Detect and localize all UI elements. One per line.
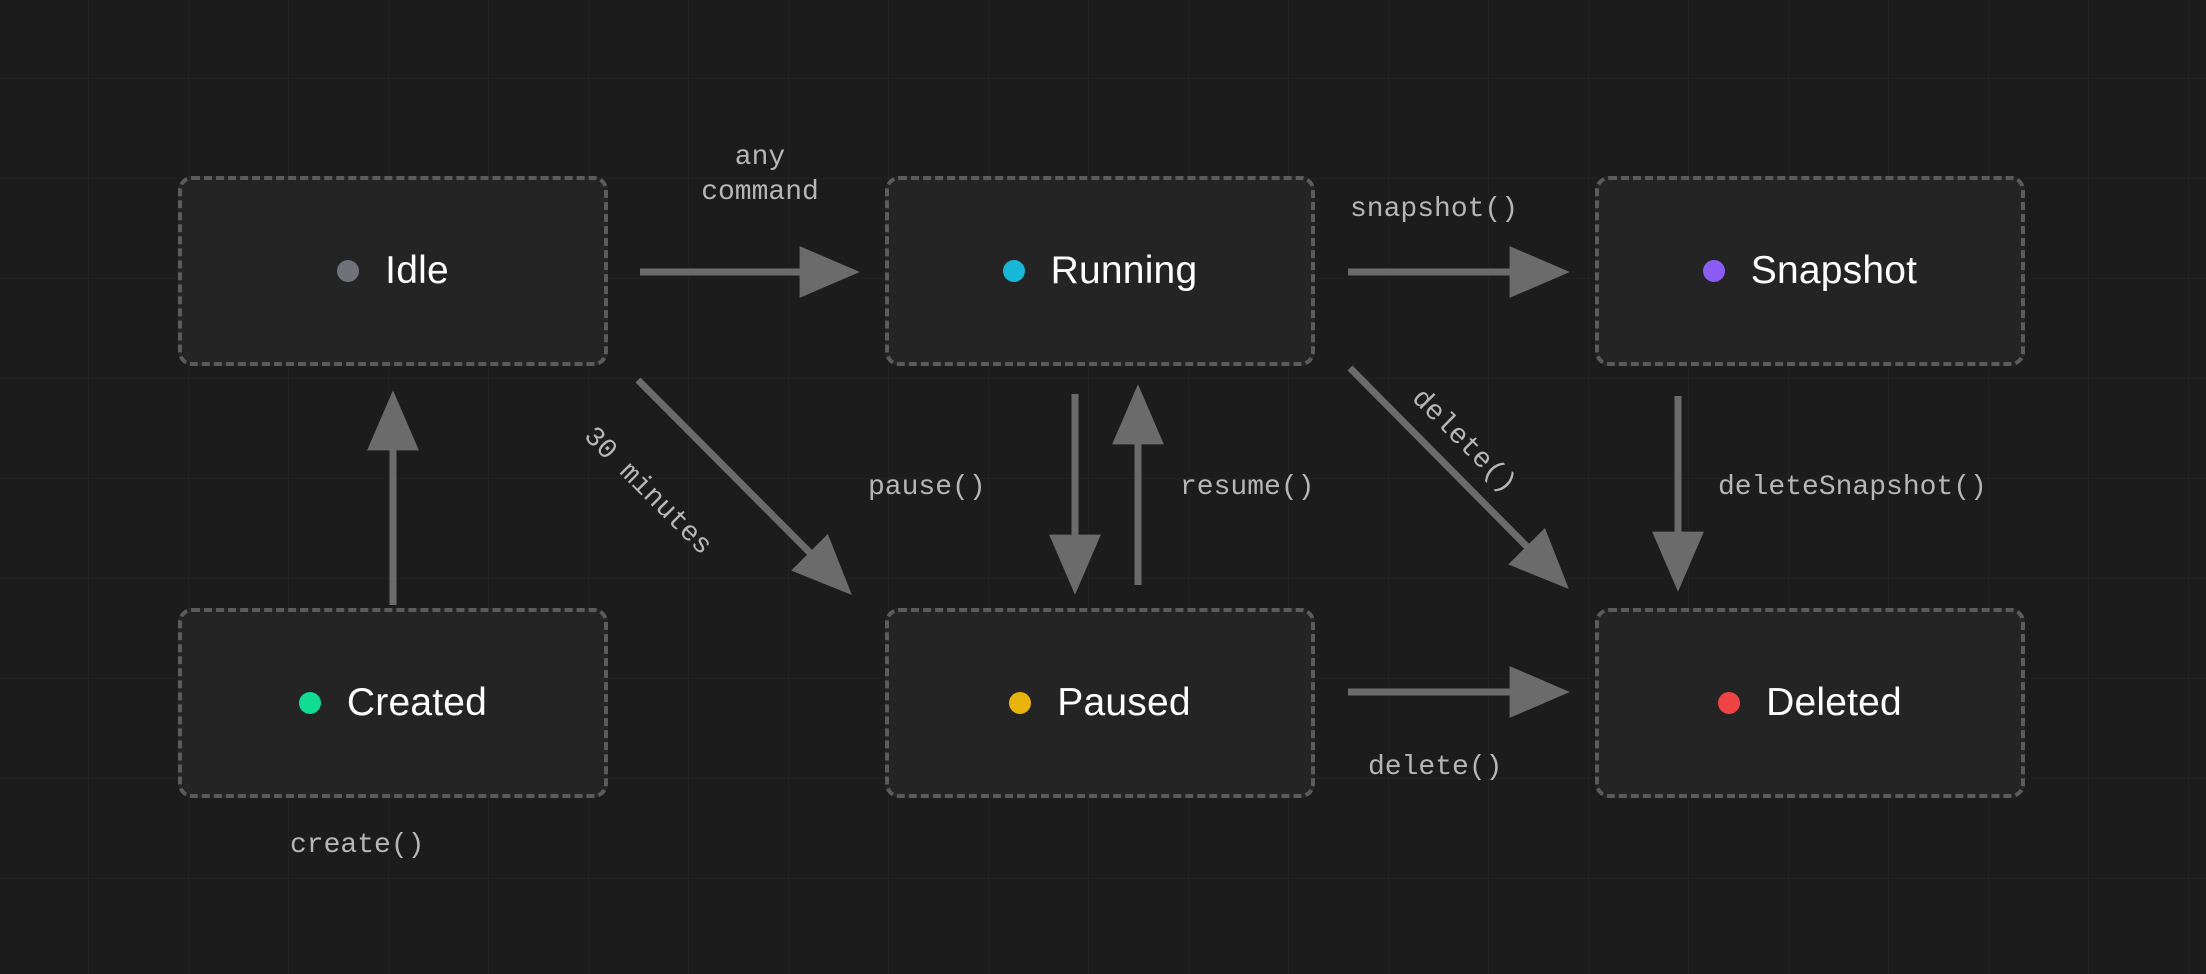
edge-label-delete-snapshot: deleteSnapshot() (1718, 472, 1987, 503)
status-dot-green (298, 692, 321, 714)
edge-label-delete-running: delete() (1404, 383, 1522, 501)
edge-label-delete-paused: delete() (1368, 752, 1503, 783)
edge-label-snapshot: snapshot() (1350, 194, 1519, 225)
status-dot-purple (1702, 260, 1725, 282)
state-label-paused: Paused (1057, 681, 1191, 724)
node-content-deleted: Deleted (1718, 681, 1902, 725)
status-dot-amber (1009, 692, 1032, 714)
edge-label-pause: pause() (868, 472, 986, 503)
status-dot-cyan (1002, 260, 1025, 282)
state-node-running[interactable]: Running (885, 176, 1315, 366)
state-node-idle[interactable]: Idle (178, 176, 608, 366)
edge-label-create: create() (290, 830, 425, 861)
edge-running-to-deleted (1347, 365, 1569, 589)
edge-label-resume: resume() (1180, 472, 1315, 503)
state-label-created: Created (346, 681, 488, 724)
node-content-created: Created (298, 681, 488, 725)
state-node-paused[interactable]: Paused (885, 608, 1315, 798)
status-dot-gray (337, 260, 360, 282)
node-content-idle: Idle (337, 249, 449, 293)
edge-label-any-command: any command (701, 142, 819, 208)
status-dot-red (1718, 692, 1741, 714)
state-label-running: Running (1050, 249, 1198, 292)
state-label-deleted: Deleted (1766, 681, 1902, 724)
node-content-running: Running (1002, 249, 1198, 293)
state-node-created[interactable]: Created (178, 608, 608, 798)
edge-label-thirty-minutes: 30 minutes (576, 421, 718, 563)
node-content-snapshot: Snapshot (1702, 249, 1918, 293)
state-label-idle: Idle (385, 249, 449, 292)
state-label-snapshot: Snapshot (1750, 249, 1918, 292)
edge-idle-to-paused (635, 377, 852, 595)
node-content-paused: Paused (1009, 681, 1191, 725)
state-node-deleted[interactable]: Deleted (1595, 608, 2025, 798)
state-node-snapshot[interactable]: Snapshot (1595, 176, 2025, 366)
